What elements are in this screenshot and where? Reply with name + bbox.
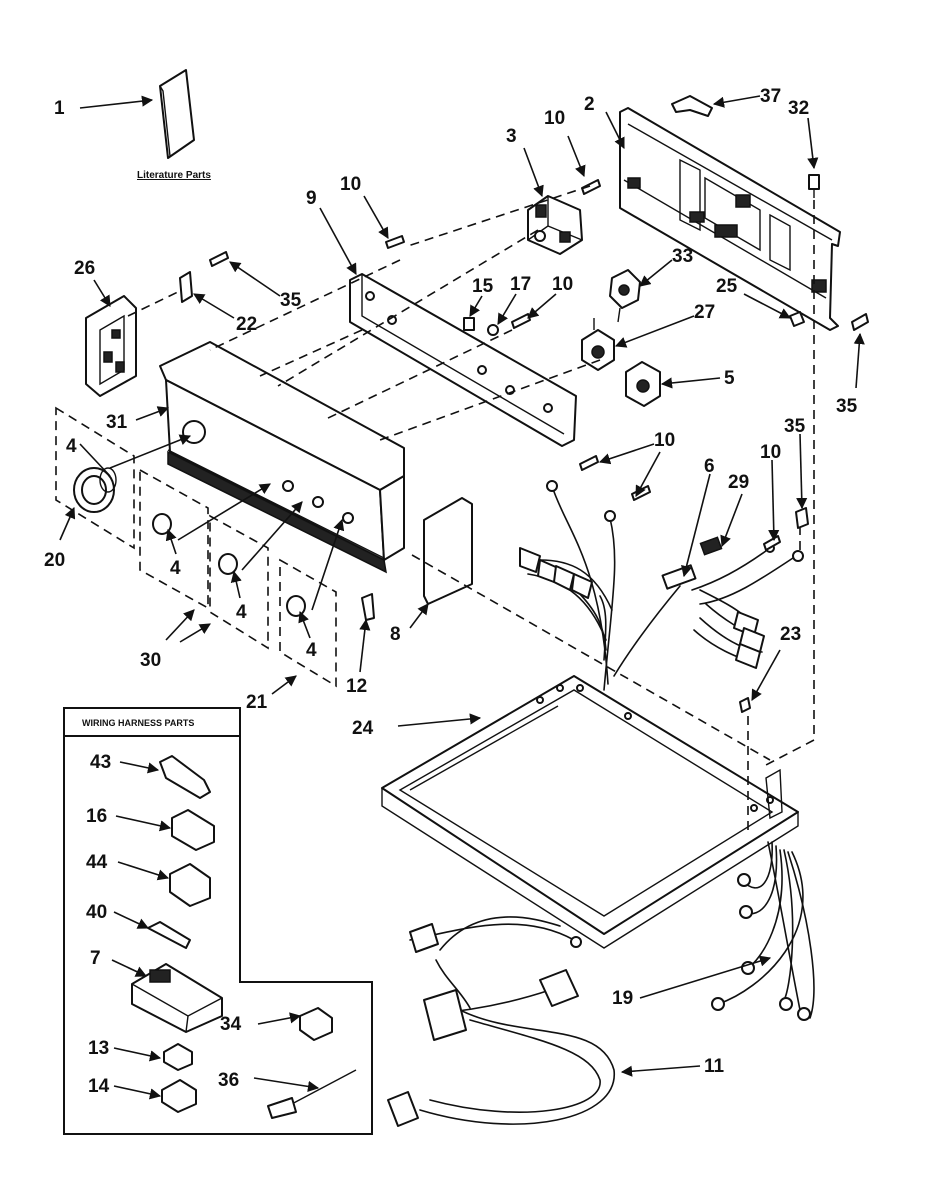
knob-4-c xyxy=(286,595,306,617)
callout-4: 4 xyxy=(66,436,77,457)
connector-16 xyxy=(171,809,215,851)
literature-booklet xyxy=(159,69,195,159)
callout-17: 17 xyxy=(510,274,531,295)
screw-10-timer xyxy=(581,179,601,195)
callout-19: 19 xyxy=(612,988,633,1009)
assembly-lines xyxy=(127,185,815,830)
clip-23 xyxy=(739,697,751,713)
wiring-harness-parts-box xyxy=(63,707,373,1135)
callout-21: 21 xyxy=(246,692,268,713)
callout-10: 10 xyxy=(760,442,781,463)
screw-32 xyxy=(808,174,820,198)
callout-27: 27 xyxy=(694,302,715,323)
callout-16: 16 xyxy=(86,806,107,827)
callout-35: 35 xyxy=(784,416,806,437)
callout-10: 10 xyxy=(340,174,361,195)
switch-5 xyxy=(625,361,661,407)
wire-harness-6 xyxy=(519,480,804,691)
callout-8: 8 xyxy=(390,624,401,645)
end-cap-8 xyxy=(423,497,473,605)
screw-10-harness-a xyxy=(579,455,599,471)
connector-34 xyxy=(299,1007,333,1041)
wiring-harness-parts-label: WIRING HARNESS PARTS xyxy=(82,718,194,728)
callout-numbers: 1 2 3 10 37 32 10 9 26 35 22 15 17 10 33… xyxy=(44,86,858,1097)
callout-37: 37 xyxy=(760,86,781,107)
callout-1: 1 xyxy=(54,98,65,119)
clip-37 xyxy=(671,95,713,117)
wire-harness-19 xyxy=(711,841,815,1021)
callout-14: 14 xyxy=(88,1076,110,1097)
callout-2: 2 xyxy=(584,94,595,115)
callout-4: 4 xyxy=(170,558,181,579)
callout-40: 40 xyxy=(86,902,107,923)
tie-36 xyxy=(267,1069,357,1119)
connector-14 xyxy=(161,1079,197,1113)
end-cap-26 xyxy=(85,295,137,397)
callout-43: 43 xyxy=(90,752,111,773)
callout-30: 30 xyxy=(140,650,161,671)
callout-23: 23 xyxy=(780,624,801,645)
callout-36: 36 xyxy=(218,1070,239,1091)
callout-15: 15 xyxy=(472,276,494,297)
timer-3 xyxy=(527,195,583,255)
callout-35: 35 xyxy=(836,396,858,417)
screw-25 xyxy=(789,311,805,327)
callout-24: 24 xyxy=(352,718,374,739)
callout-20: 20 xyxy=(44,550,65,571)
callout-10: 10 xyxy=(544,108,565,129)
screw-12 xyxy=(361,593,375,621)
callout-5: 5 xyxy=(724,368,735,389)
callout-12: 12 xyxy=(346,676,367,697)
switch-27 xyxy=(581,318,615,371)
callout-29: 29 xyxy=(728,472,749,493)
callout-32: 32 xyxy=(788,98,809,119)
screw-10-brace xyxy=(385,235,405,249)
connector-44 xyxy=(169,863,211,907)
terminal-43 xyxy=(159,755,211,799)
screw-35-harness xyxy=(795,507,809,529)
screw-35-right xyxy=(851,313,869,331)
console-31 xyxy=(159,341,405,574)
leader-lines xyxy=(59,95,865,1100)
console-brace xyxy=(349,273,577,447)
callout-25: 25 xyxy=(716,276,738,297)
callout-44: 44 xyxy=(86,852,108,873)
clip-22 xyxy=(179,271,193,303)
callout-6: 6 xyxy=(704,456,715,477)
callout-33: 33 xyxy=(672,246,693,267)
wire-harness-11 xyxy=(387,916,615,1127)
washer-17 xyxy=(487,324,499,336)
switch-33 xyxy=(609,269,641,323)
callout-31: 31 xyxy=(106,412,128,433)
screw-10-center xyxy=(511,313,531,329)
block-7 xyxy=(131,963,223,1033)
callout-35: 35 xyxy=(280,290,302,311)
knob-20 xyxy=(73,467,117,513)
callout-26: 26 xyxy=(74,258,95,279)
literature-parts-label: Literature Parts xyxy=(137,170,211,181)
callout-7: 7 xyxy=(90,948,101,969)
connector-13 xyxy=(163,1043,193,1071)
callout-11: 11 xyxy=(704,1056,725,1077)
tie-40 xyxy=(147,921,191,949)
callout-4: 4 xyxy=(236,602,247,623)
callout-22: 22 xyxy=(236,314,257,335)
callout-10: 10 xyxy=(552,274,573,295)
screw-35-left xyxy=(209,251,229,267)
knob-dashed-frames xyxy=(55,406,337,688)
callout-4: 4 xyxy=(306,640,317,661)
knob-4-b xyxy=(218,553,238,575)
callout-10: 10 xyxy=(654,430,675,451)
clip-15 xyxy=(463,317,475,331)
rear-console-panel xyxy=(619,107,841,331)
callout-34: 34 xyxy=(220,1014,242,1035)
callout-13: 13 xyxy=(88,1038,109,1059)
main-top-24 xyxy=(381,675,799,949)
callout-3: 3 xyxy=(506,126,517,147)
callout-9: 9 xyxy=(306,188,317,209)
